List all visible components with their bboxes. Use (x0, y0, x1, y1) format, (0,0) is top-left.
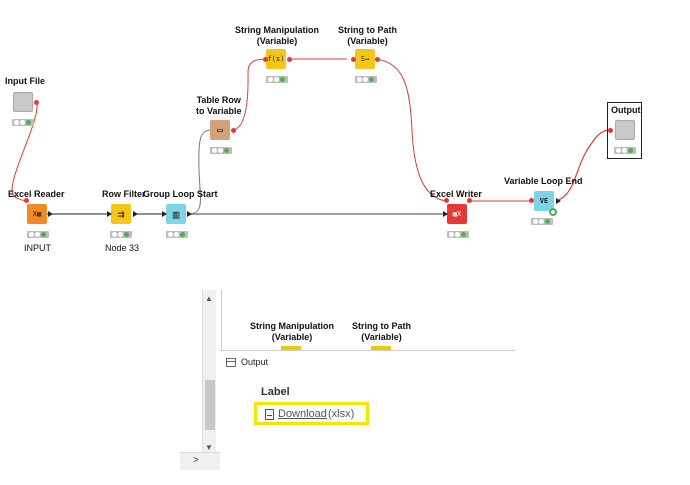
table-row-to-variable-status (210, 147, 232, 154)
scroll-right-icon[interactable]: > (193, 455, 199, 466)
row-filter-in-port[interactable] (107, 211, 112, 217)
output-in-port[interactable] (608, 128, 613, 133)
row-filter-sublabel: Node 33 (105, 243, 140, 253)
node-label-excel-reader: Excel Reader (8, 189, 65, 199)
string-to-path-in-port[interactable] (351, 57, 356, 62)
string-to-path-status (355, 76, 377, 83)
group-loop-start-in-port[interactable] (162, 211, 167, 217)
excel-reader-icon: X▦ (32, 210, 42, 218)
output-dialog: Output Label Download (xlsx) (220, 350, 515, 475)
dialog-header: Output (220, 351, 515, 375)
table-row-to-variable-node[interactable]: ▭ (210, 120, 230, 140)
download-file-type: (xlsx) (328, 408, 355, 420)
row-filter-icon: ⇉ (117, 207, 125, 221)
excel-writer-var-out-port[interactable] (467, 198, 472, 203)
string-manipulation-in-port[interactable] (263, 57, 268, 62)
output-node-selection (607, 102, 642, 159)
string-manipulation-node[interactable]: f(s) (266, 49, 286, 69)
excel-reader-in-port[interactable] (24, 198, 29, 203)
node-label-group-loop-start: Group Loop Start (143, 189, 218, 199)
excel-reader-status (27, 231, 49, 238)
field-label: Label (261, 386, 290, 398)
excel-writer-status (447, 231, 469, 238)
node-label-string-manipulation: String Manipulation (Variable) (235, 25, 319, 46)
vertical-scrollbar[interactable]: ▲ ▼ (202, 290, 216, 455)
node-label-string-to-path: String to Path (Variable) (338, 25, 397, 46)
scroll-up-icon[interactable]: ▲ (205, 294, 213, 303)
bg-string-manipulation-node (281, 346, 301, 351)
file-icon (265, 409, 274, 420)
loop-refresh-icon (549, 208, 557, 216)
download-highlight: Download (xlsx) (254, 402, 369, 425)
output-node[interactable] (615, 120, 635, 140)
node-label-variable-loop-end: Variable Loop End (504, 176, 583, 186)
variable-loop-end-icon: VE (539, 197, 549, 205)
scroll-down-icon[interactable]: ▼ (205, 443, 213, 452)
excel-reader-node[interactable]: X▦ (27, 204, 47, 224)
window-icon (226, 358, 236, 367)
group-loop-start-status (166, 231, 188, 238)
string-manipulation-out-port[interactable] (287, 57, 292, 62)
table-row-to-variable-icon: ▭ (216, 124, 224, 136)
table-row-to-variable-out-port[interactable] (231, 128, 236, 133)
output-status (614, 147, 636, 154)
variable-loop-end-out-port[interactable] (556, 198, 561, 204)
download-link[interactable]: Download (278, 408, 327, 420)
input-file-out-port[interactable] (34, 100, 39, 105)
variable-loop-end-in-port[interactable] (529, 198, 534, 203)
dialog-title: Output (241, 357, 269, 367)
excel-writer-var-in-port[interactable] (444, 198, 449, 203)
input-file-status (12, 119, 34, 126)
row-filter-node[interactable]: ⇉ (111, 204, 131, 224)
group-loop-start-node[interactable]: ▥ (166, 204, 186, 224)
excel-reader-sublabel: INPUT (24, 243, 51, 253)
scrollbar-thumb[interactable] (205, 380, 215, 430)
bg-label-string-manipulation: String Manipulation (Variable) (250, 321, 334, 342)
row-filter-status (110, 231, 132, 238)
excel-writer-in-port[interactable] (443, 211, 448, 217)
string-to-path-icon: S→ (360, 55, 370, 63)
node-label-table-row-to-variable: Table Row to Variable (196, 95, 242, 116)
bg-label-string-to-path: String to Path (Variable) (352, 321, 411, 342)
node-label-row-filter: Row Filter (102, 189, 146, 199)
horizontal-scrollbar[interactable]: > (180, 452, 222, 470)
string-to-path-out-port[interactable] (375, 57, 380, 62)
variable-loop-end-node[interactable]: VE (534, 191, 554, 211)
group-loop-start-out-port[interactable] (187, 211, 192, 217)
excel-reader-out-port[interactable] (48, 211, 53, 217)
bg-string-to-path-node (371, 346, 391, 351)
string-to-path-node[interactable]: S→ (355, 49, 375, 69)
string-manipulation-status (266, 76, 288, 83)
string-manipulation-icon: f(s) (267, 55, 285, 63)
excel-writer-node[interactable]: ▦X (447, 204, 467, 224)
node-label-input-file: Input File (5, 76, 45, 86)
variable-loop-end-status (531, 218, 553, 225)
row-filter-out-port[interactable] (133, 211, 138, 217)
group-loop-start-icon: ▥ (172, 207, 180, 221)
input-file-node[interactable] (13, 92, 33, 112)
node-label-output: Output (611, 105, 641, 115)
excel-writer-icon: ▦X (452, 210, 462, 218)
node-label-excel-writer: Excel Writer (430, 189, 482, 199)
